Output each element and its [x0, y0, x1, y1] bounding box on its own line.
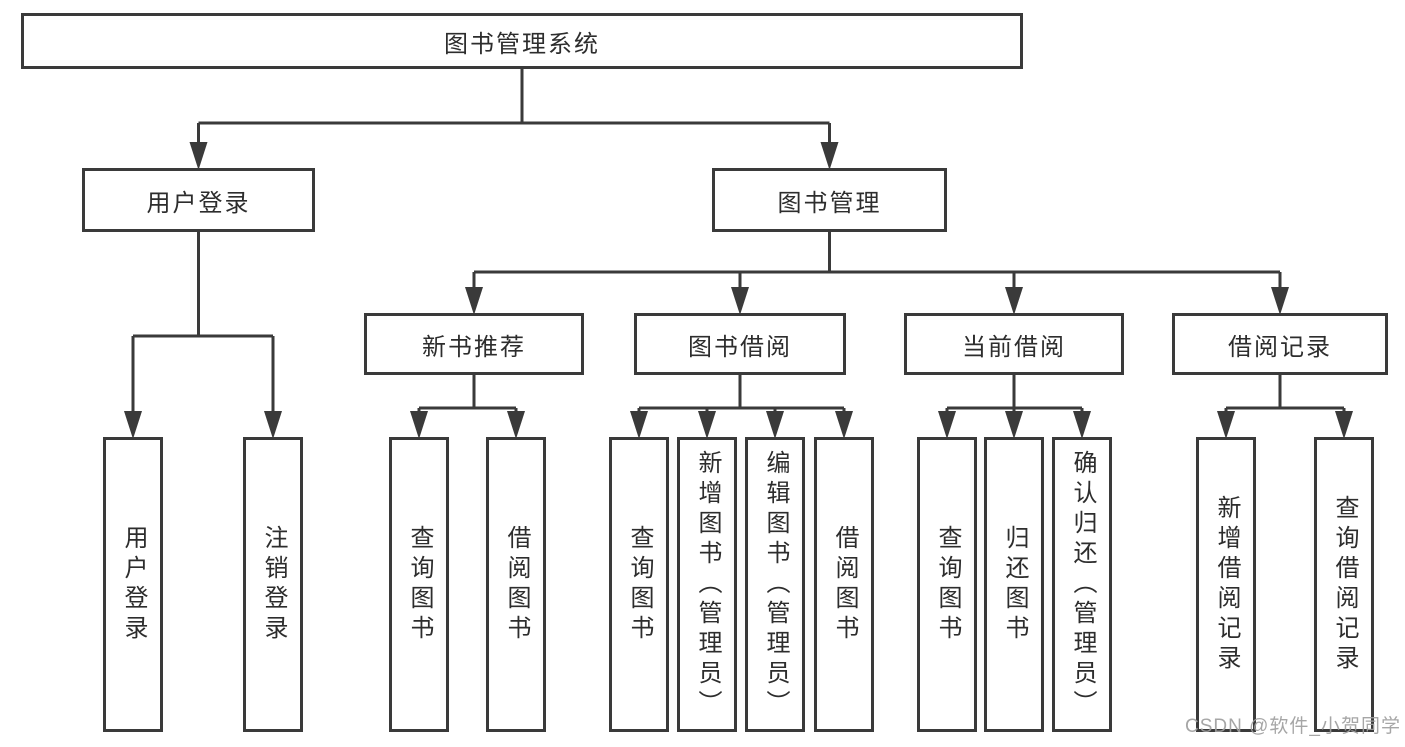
leaf-edit-book-admin: 编辑图书（管理员） [745, 437, 805, 732]
node-new-book-recommendation: 新书推荐 [364, 313, 584, 375]
node-book-management: 图书管理 [712, 168, 947, 232]
leaf-query-books-2: 查询图书 [609, 437, 669, 732]
leaf-add-book-admin: 新增图书（管理员） [677, 437, 737, 732]
leaf-confirm-return-admin: 确认归还（管理员） [1052, 437, 1112, 732]
leaf-user-login: 用户登录 [103, 437, 163, 732]
leaf-query-books-1: 查询图书 [389, 437, 449, 732]
csdn-watermark: CSDN @软件_小贺同学 [1185, 716, 1401, 737]
leaf-borrow-books-2: 借阅图书 [814, 437, 874, 732]
node-borrowing-records: 借阅记录 [1172, 313, 1388, 375]
leaf-query-borrow-record: 查询借阅记录 [1314, 437, 1374, 732]
node-user-login: 用户登录 [82, 168, 315, 232]
leaf-logout: 注销登录 [243, 437, 303, 732]
leaf-return-book: 归还图书 [984, 437, 1044, 732]
leaf-query-books-3: 查询图书 [917, 437, 977, 732]
node-book-borrowing: 图书借阅 [634, 313, 846, 375]
leaf-borrow-books-1: 借阅图书 [486, 437, 546, 732]
leaf-add-borrow-record: 新增借阅记录 [1196, 437, 1256, 732]
node-current-borrowing: 当前借阅 [904, 313, 1124, 375]
node-library-management-system: 图书管理系统 [21, 13, 1023, 69]
